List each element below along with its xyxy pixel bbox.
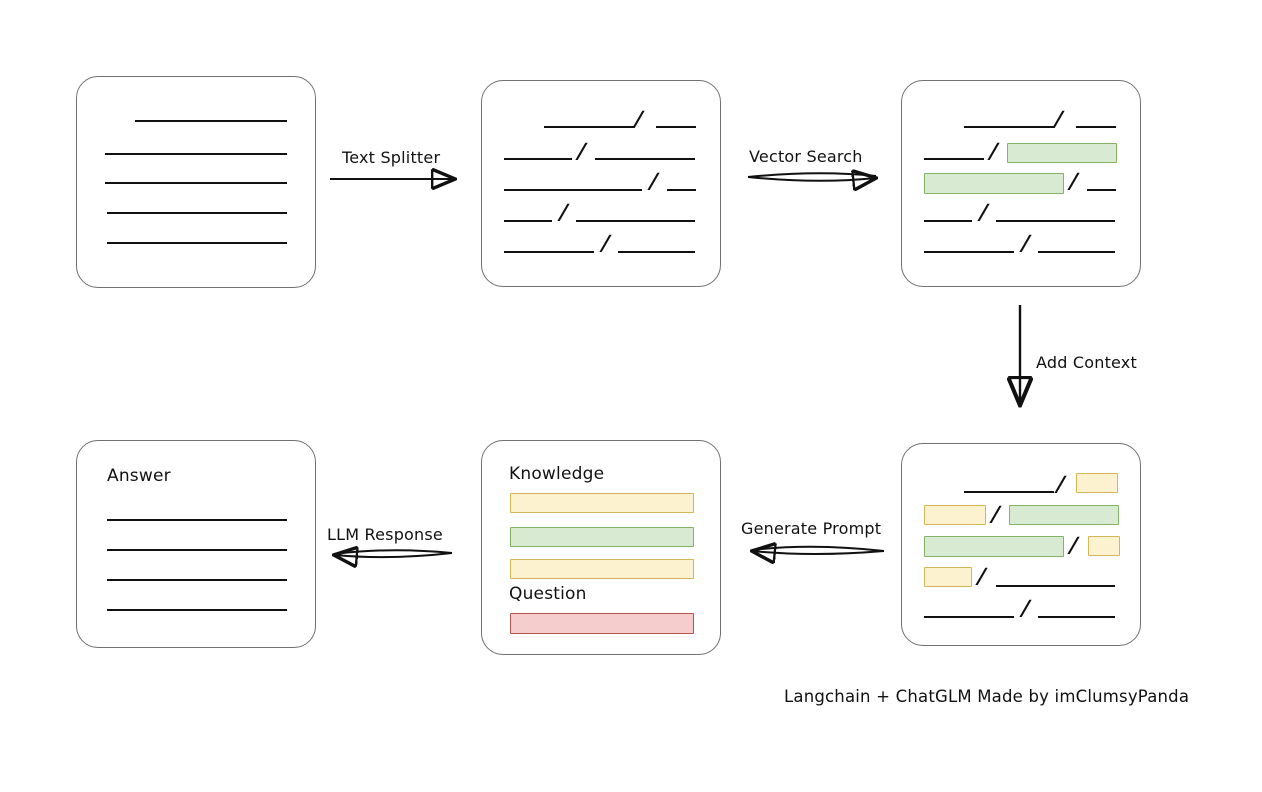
edge-generate-prompt-arrow [752, 547, 885, 554]
split-separator: / [1069, 533, 1079, 557]
doc-line [504, 189, 642, 191]
doc-line [107, 549, 287, 551]
knowledge-chip[interactable] [510, 559, 694, 579]
edge-vector-search-arrow [747, 173, 876, 181]
question-chip[interactable] [510, 613, 694, 634]
doc-line [576, 220, 695, 222]
knowledge-chip[interactable] [510, 527, 694, 547]
retrieved-chunk-chip[interactable] [1009, 505, 1119, 525]
split-separator: / [977, 564, 987, 588]
question-chunk-chip[interactable] [924, 505, 986, 525]
doc-line [667, 189, 696, 191]
answer-box[interactable]: Answer [76, 440, 316, 648]
doc-line [1087, 189, 1116, 191]
split-separator: / [649, 169, 659, 193]
context-document-box[interactable]: / / / / / [901, 443, 1141, 646]
search-result-document-box[interactable]: / / / / / [901, 80, 1141, 287]
question-chunk-chip[interactable] [1076, 473, 1118, 493]
doc-line [135, 120, 287, 122]
source-document-box[interactable] [76, 76, 316, 288]
doc-line [924, 616, 1014, 618]
answer-label: Answer [107, 466, 171, 486]
prompt-box[interactable]: Knowledge Question [481, 440, 721, 655]
doc-line [107, 609, 287, 611]
doc-line [996, 220, 1115, 222]
edge-generate-prompt-label: Generate Prompt [741, 519, 882, 538]
split-separator: / [601, 231, 611, 255]
retrieved-chunk-chip[interactable] [924, 173, 1064, 194]
edge-llm-response-label: LLM Response [327, 525, 443, 544]
split-separator: / [559, 200, 569, 224]
doc-line [595, 158, 695, 160]
edge-vector-search-label: Vector Search [749, 147, 863, 166]
doc-line [1038, 251, 1115, 253]
doc-line [924, 220, 972, 222]
question-chunk-chip[interactable] [1088, 536, 1120, 556]
doc-line [924, 251, 1014, 253]
edge-text-splitter-label: Text Splitter [342, 148, 441, 167]
doc-line [964, 491, 1054, 493]
split-separator: / [1054, 107, 1064, 131]
doc-line [964, 126, 1054, 128]
knowledge-chip[interactable] [510, 493, 694, 513]
question-label: Question [509, 584, 587, 604]
footer-credit: Langchain + ChatGLM Made by imClumsyPand… [784, 687, 1190, 706]
split-document-box[interactable]: / / / / / [481, 80, 721, 287]
split-separator: / [1021, 231, 1031, 255]
edge-llm-response-arrow [334, 550, 453, 557]
doc-line [1076, 126, 1116, 128]
doc-line [504, 220, 552, 222]
doc-line [107, 242, 287, 244]
split-separator: / [1056, 472, 1066, 496]
doc-line [1038, 616, 1115, 618]
doc-line [544, 126, 634, 128]
split-separator: / [979, 200, 989, 224]
doc-line [924, 158, 984, 160]
edge-add-context-label: Add Context [1036, 353, 1137, 372]
doc-line [504, 251, 594, 253]
doc-line [618, 251, 695, 253]
split-separator: / [1069, 169, 1079, 193]
doc-line [107, 579, 287, 581]
doc-line [656, 126, 696, 128]
split-separator: / [989, 139, 999, 163]
retrieved-chunk-chip[interactable] [1007, 143, 1117, 163]
split-separator: / [1021, 596, 1031, 620]
doc-line [105, 182, 287, 184]
split-separator: / [634, 107, 644, 131]
doc-line [504, 158, 572, 160]
doc-line [107, 212, 287, 214]
question-chunk-chip[interactable] [924, 567, 972, 587]
doc-line [105, 153, 287, 155]
doc-line [996, 585, 1115, 587]
knowledge-label: Knowledge [509, 464, 605, 484]
split-separator: / [991, 502, 1001, 526]
retrieved-chunk-chip[interactable] [924, 536, 1064, 557]
doc-line [107, 519, 287, 521]
split-separator: / [577, 139, 587, 163]
